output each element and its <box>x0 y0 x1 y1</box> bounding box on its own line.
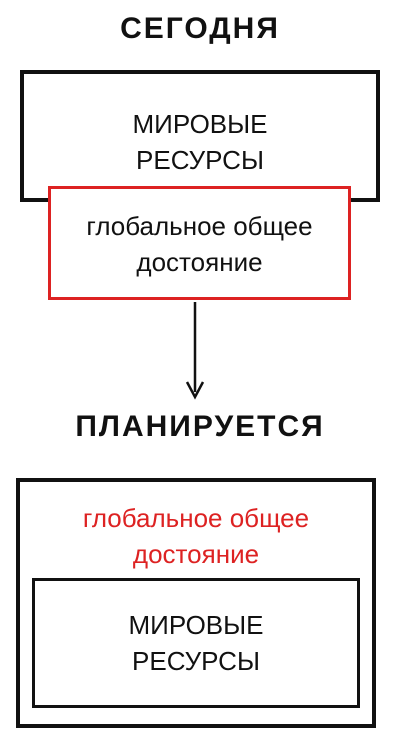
planned-global-commons-line-1: глобальное общее <box>82 503 310 533</box>
planned-global-commons-line-2: достояние <box>132 539 260 569</box>
today-global-commons-line-2: достояние <box>136 247 263 277</box>
heading-planned: ПЛАНИРУЕТСЯ <box>75 410 325 443</box>
planned-world-resources-line-2: РЕСУРСЫ <box>132 646 260 676</box>
today-world-resources-box: МИРОВЫЕ РЕСУРСЫ <box>20 70 380 202</box>
heading-today: СЕГОДНЯ <box>120 12 280 45</box>
planned-outer-box: глобальное общее достояние <box>16 478 376 728</box>
planned-global-commons-label: глобальное общее достояние <box>20 500 372 572</box>
down-arrow-icon <box>185 302 205 400</box>
today-world-resources-line-2: РЕСУРСЫ <box>136 145 264 175</box>
today-global-commons-box: глобальное общее достояние <box>48 186 351 300</box>
today-world-resources-line-1: МИРОВЫЕ <box>132 109 268 139</box>
planned-world-resources-box: МИРОВЫЕ РЕСУРСЫ <box>32 578 360 708</box>
planned-world-resources-line-1: МИРОВЫЕ <box>128 610 264 640</box>
today-global-commons-line-1: глобальное общее <box>86 211 313 241</box>
